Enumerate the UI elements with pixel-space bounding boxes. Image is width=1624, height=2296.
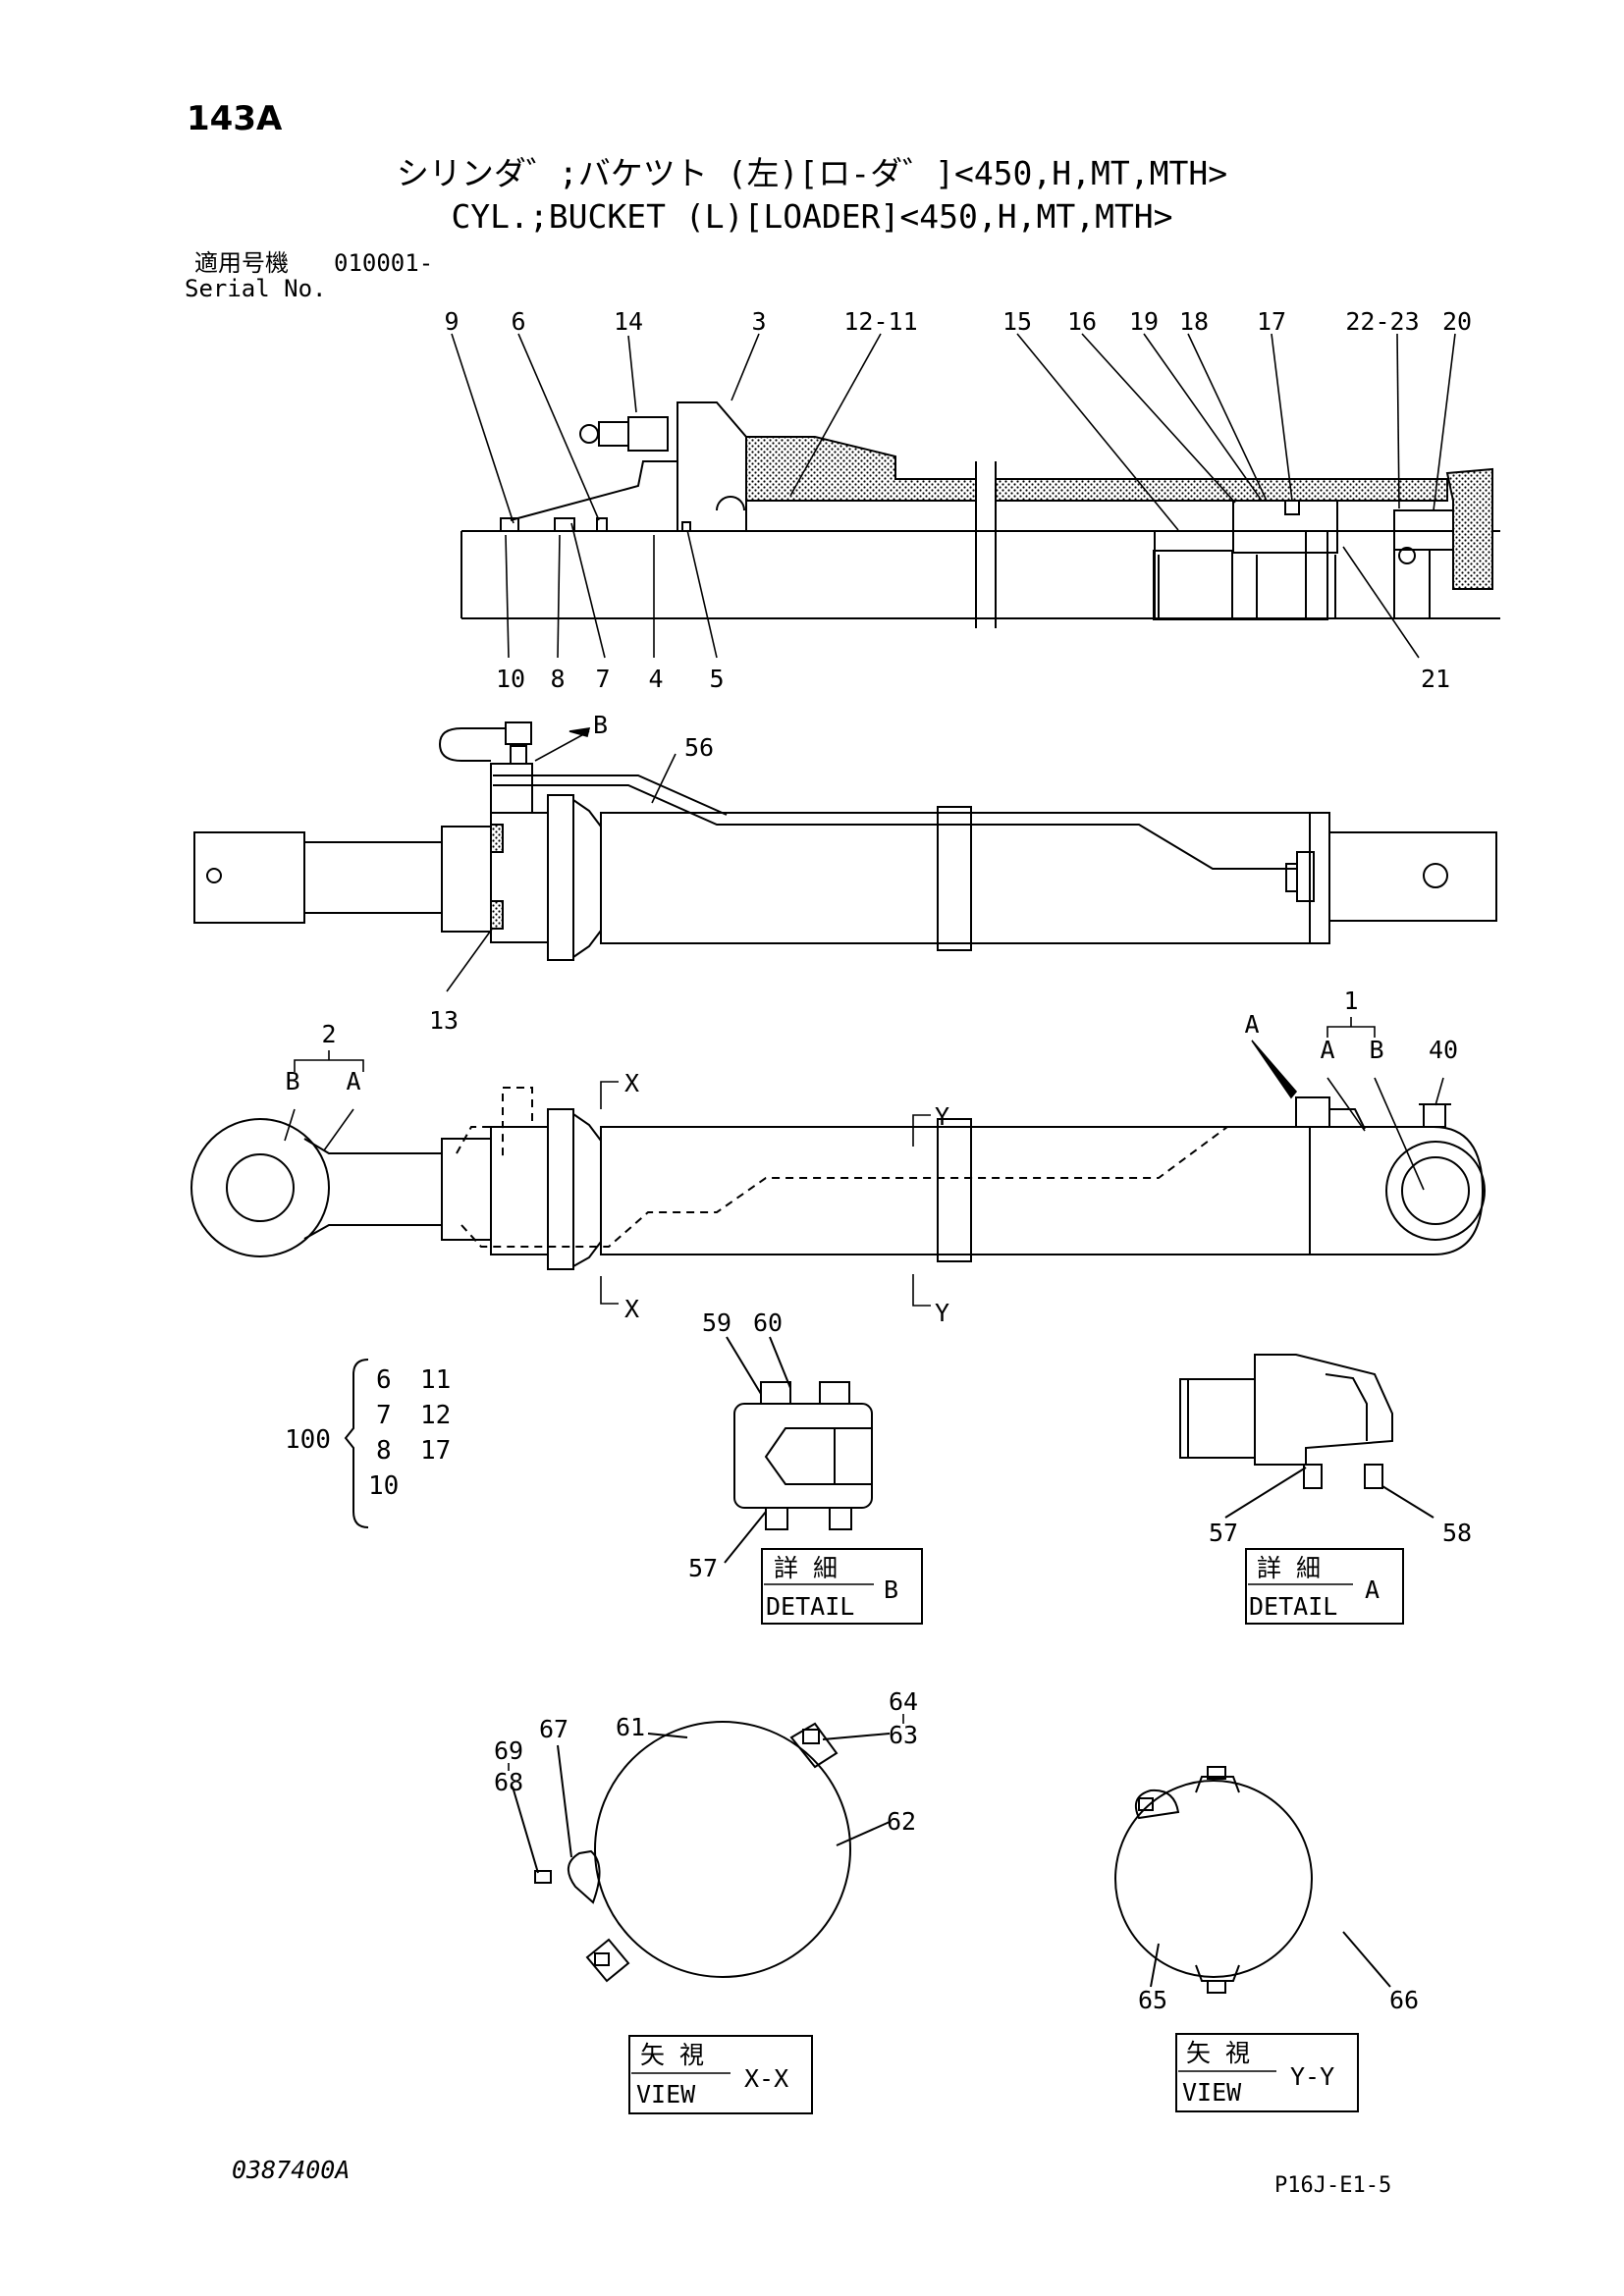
callout-label: 15 [1002, 307, 1032, 336]
callout-label: 65 [1138, 1986, 1167, 2014]
callout-label: B [285, 1067, 299, 1095]
callout-label: 20 [1442, 307, 1472, 336]
view-y-labels: 65 66 [1138, 1986, 1419, 2014]
callout-label: B [593, 711, 608, 739]
kit-item: 7 [376, 1401, 392, 1430]
view-y-drawing [1114, 1766, 1391, 1994]
view-x-letter: X-X [744, 2064, 788, 2093]
view-y-jp-label: 矢 視 [1186, 2039, 1250, 2067]
kit-number: 100 [285, 1425, 331, 1455]
title-english: CYL.;BUCKET (L)[LOADER]<450,H,MT,MTH> [451, 197, 1173, 236]
callout-labels-section-3: 2 B A X Y 1 A B A 40 X Y [285, 987, 1458, 1327]
detail-b-drawing [724, 1336, 873, 1564]
callout-label: 60 [753, 1308, 783, 1337]
callout-label: 3 [751, 307, 766, 336]
callout-label: 4 [648, 665, 663, 693]
callout-label: 12-11 [843, 307, 917, 336]
callout-label: 21 [1421, 665, 1450, 693]
brackets-section-3 [284, 1017, 1444, 1307]
callout-label: 57 [688, 1554, 718, 1582]
view-y-en-label: VIEW [1182, 2078, 1242, 2107]
callout-label: 10 [496, 665, 525, 693]
detail-b-en-label: DETAIL [766, 1592, 854, 1621]
callout-label: 18 [1179, 307, 1209, 336]
title-japanese: シリンダ゛;バケツト (左)[ロ-ダ゛]<450,H,MT,MTH> [396, 154, 1228, 192]
callout-label: 5 [709, 665, 724, 693]
callout-label: 56 [684, 733, 714, 762]
side-view-cylinder [193, 721, 1497, 961]
callout-label: 61 [616, 1713, 645, 1741]
callout-label: 16 [1067, 307, 1097, 336]
detail-a-drawing [1179, 1354, 1435, 1519]
kit-item: 17 [420, 1436, 451, 1466]
view-x-en-label: VIEW [636, 2080, 696, 2109]
serial-number-value: 010001- [334, 249, 434, 277]
serial-label-japanese: 適用号機 [194, 249, 289, 277]
detail-b-jp-label: 詳 細 [774, 1554, 838, 1582]
leader-lines-section-1 [451, 333, 1456, 659]
kit-item: 12 [420, 1401, 451, 1430]
callout-label: X [624, 1295, 639, 1323]
kit-item: 6 [376, 1365, 392, 1395]
sectional-view [460, 401, 1500, 628]
callout-label: A [1320, 1036, 1334, 1064]
callout-label: 14 [614, 307, 643, 336]
callout-label: A [1244, 1010, 1259, 1039]
kit-item: 11 [420, 1365, 451, 1395]
callout-label: 17 [1257, 307, 1286, 336]
seal-kit-list: 100 6 11 7 12 8 17 10 [285, 1359, 451, 1528]
callout-label: A [346, 1067, 360, 1095]
callout-label: 57 [1209, 1519, 1238, 1547]
callout-label: 69 [494, 1736, 523, 1765]
callout-label: Y [935, 1299, 949, 1327]
page-reference: P16J-E1-5 [1274, 2173, 1392, 2198]
callout-label: 13 [429, 1006, 459, 1035]
callout-labels-section-2: B 56 13 [429, 711, 714, 1035]
detail-a-en-label: DETAIL [1249, 1592, 1337, 1621]
kit-item: 8 [376, 1436, 392, 1466]
serial-label-english: Serial No. [185, 275, 327, 302]
document-number: 0387400A [232, 2156, 351, 2184]
view-y-box: 矢 視 VIEW Y-Y [1175, 2033, 1359, 2112]
callout-label: 22-23 [1345, 307, 1419, 336]
detail-a-jp-label: 詳 細 [1257, 1554, 1321, 1582]
view-x-jp-label: 矢 視 [640, 2041, 704, 2069]
callout-label: 66 [1389, 1986, 1419, 2014]
callout-label: X [624, 1069, 639, 1097]
kit-item: 10 [368, 1471, 399, 1501]
leader-lines-section-2 [446, 727, 677, 992]
detail-b-letter: B [884, 1575, 898, 1604]
top-view-cylinder [190, 1087, 1486, 1270]
sheet-number: 143A [187, 99, 283, 138]
detail-a-labels: 57 58 [1209, 1519, 1472, 1547]
detail-b-labels: 59 60 57 [688, 1308, 783, 1582]
detail-b-box: 詳 細 DETAIL B [761, 1548, 923, 1625]
callout-label: 6 [511, 307, 525, 336]
callout-label: 64 [889, 1687, 918, 1716]
callout-label: 58 [1442, 1519, 1472, 1547]
callout-label: 8 [550, 665, 565, 693]
callout-label: 59 [702, 1308, 731, 1337]
detail-a-box: 詳 細 DETAIL A [1245, 1548, 1404, 1625]
callout-label: Y [935, 1102, 949, 1131]
view-x-box: 矢 視 VIEW X-X [628, 2035, 813, 2114]
callout-label: 67 [539, 1715, 568, 1743]
callout-label: 2 [321, 1020, 336, 1048]
callout-labels-section-1: 9 6 14 3 12-11 15 16 19 18 17 22-23 20 1… [444, 307, 1472, 693]
view-x-labels: 64 63 61 69 68 67 62 [494, 1687, 918, 1836]
callout-label: 40 [1429, 1036, 1458, 1064]
callout-label: 62 [887, 1807, 916, 1836]
detail-a-letter: A [1365, 1575, 1380, 1604]
callout-label: 68 [494, 1768, 523, 1796]
callout-label: 19 [1129, 307, 1159, 336]
callout-label: B [1369, 1036, 1383, 1064]
callout-label: 1 [1343, 987, 1358, 1015]
view-y-letter: Y-Y [1290, 2062, 1334, 2091]
callout-label: 9 [444, 307, 459, 336]
callout-label: 63 [889, 1721, 918, 1749]
view-x-drawing [512, 1721, 891, 1983]
callout-label: 7 [595, 665, 610, 693]
